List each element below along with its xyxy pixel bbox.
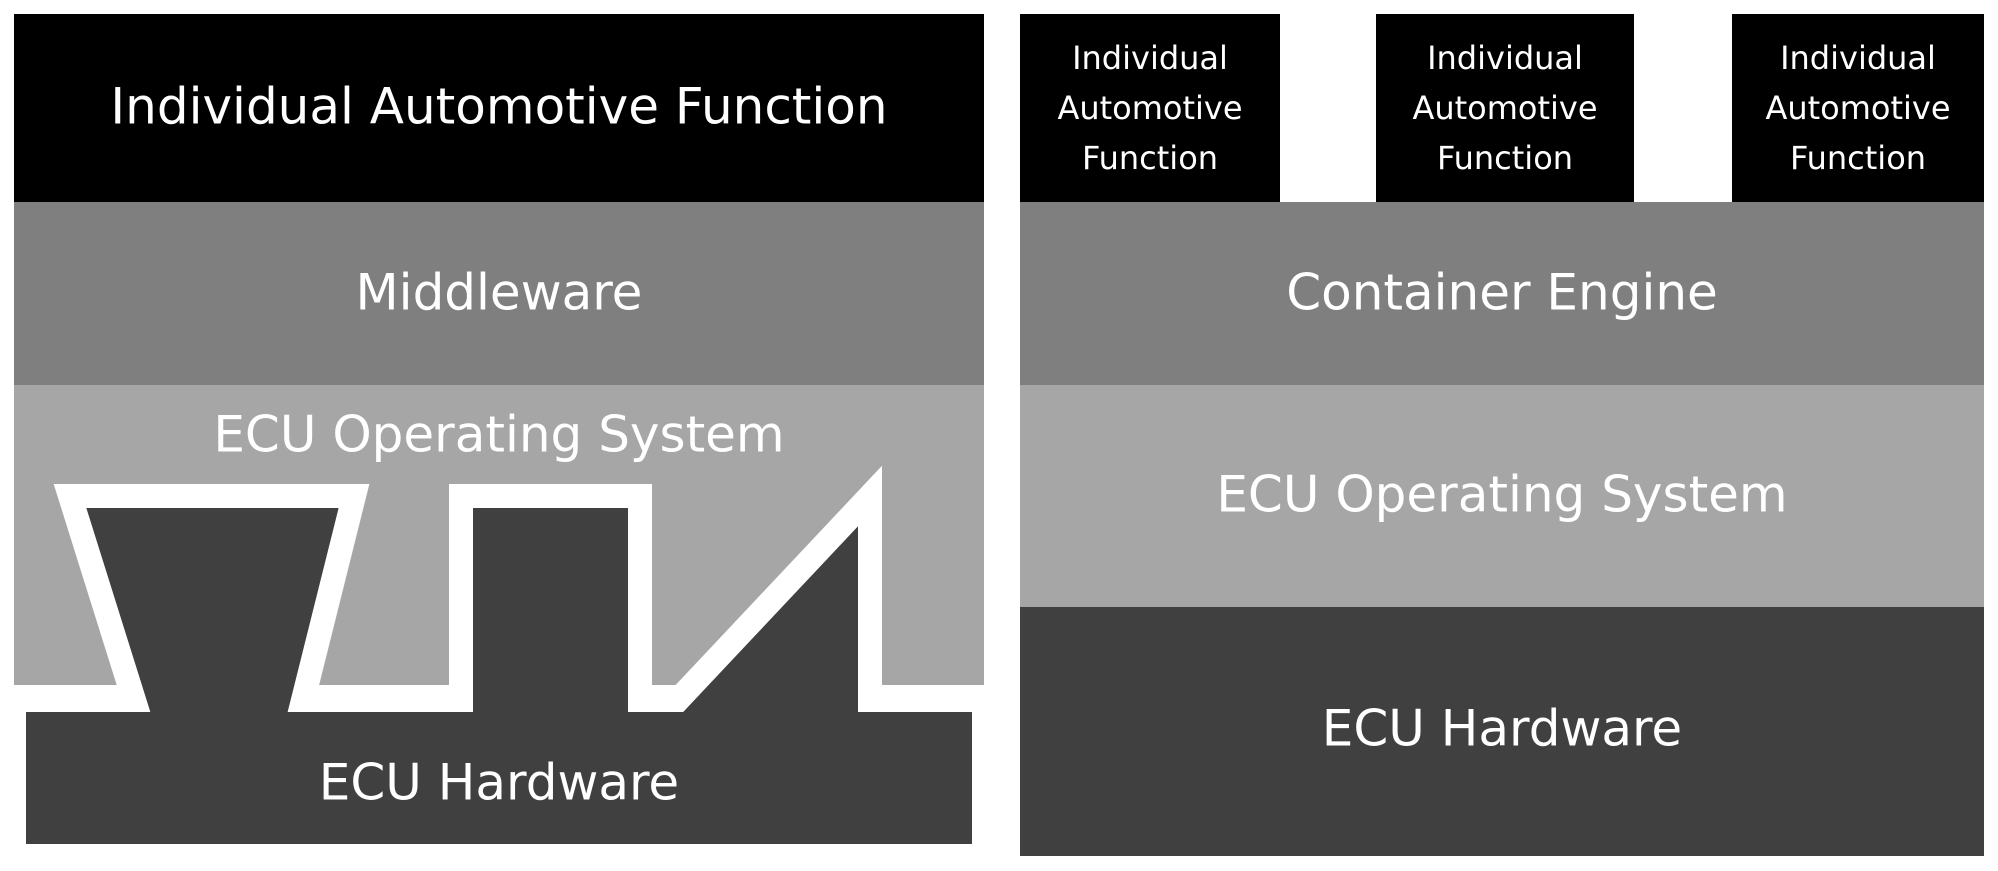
left-function-layer [14, 14, 984, 202]
right-os-layer [1020, 385, 1984, 607]
left-middleware-label: Middleware [356, 264, 643, 322]
right-container-engine-label: Container Engine [1286, 264, 1718, 322]
function-box-line-1: Individual [1427, 39, 1583, 77]
function-box-line-2: Automotive [1412, 89, 1597, 127]
function-box-line-1: Individual [1072, 39, 1228, 77]
right-function-box-3: Individual Automotive Function [1732, 14, 1984, 202]
right-hardware-layer [1020, 607, 1984, 856]
left-hardware-layer [2, 465, 996, 868]
function-box-background [1376, 14, 1634, 202]
function-box-line-2: Automotive [1765, 89, 1950, 127]
function-box-line-2: Automotive [1057, 89, 1242, 127]
function-box-line-1: Individual [1780, 39, 1936, 77]
left-middleware-layer [14, 202, 984, 385]
left-function-label: Individual Automotive Function [110, 78, 887, 136]
function-box-background [1732, 14, 1984, 202]
right-hardware-label: ECU Hardware [1322, 700, 1682, 758]
left-os-label: ECU Operating System [213, 406, 784, 464]
right-os-label: ECU Operating System [1216, 466, 1787, 524]
right-function-box-1: Individual Automotive Function [1020, 14, 1280, 202]
right-container-engine-layer [1020, 202, 1984, 385]
function-box-line-3: Function [1437, 139, 1573, 177]
left-stack: Individual Automotive Function Middlewar… [0, 14, 1000, 871]
function-box-line-3: Function [1790, 139, 1926, 177]
left-hardware-bottom-mask [0, 856, 1000, 871]
function-box-line-3: Function [1082, 139, 1218, 177]
function-box-background [1020, 14, 1280, 202]
right-function-box-2: Individual Automotive Function [1376, 14, 1634, 202]
right-stack: Individual Automotive Function Individua… [1020, 14, 1984, 856]
left-hardware-label: ECU Hardware [319, 754, 679, 812]
left-hardware-border-mask [0, 700, 14, 871]
